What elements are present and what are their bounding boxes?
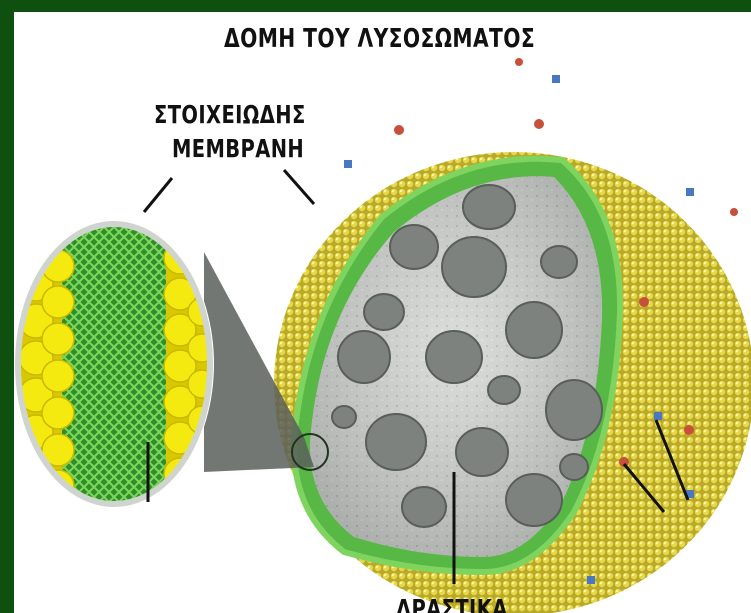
label-membrane-line2: ΜΕΜΒΡΑΝΗ (172, 134, 304, 163)
membrane-inset (14, 212, 216, 522)
lysosome-illustration (14, 12, 751, 613)
diagram-panel: ΔΟΜΗ ΤΟΥ ΛΥΣΟΣΩΜΑΤΟΣ ΣΤΟΙΧΕΙΩΔΗΣ ΜΕΜΒΡΑΝ… (14, 12, 751, 613)
label-enzymes: ΔΡΑΣΤΙΚΑ (396, 594, 508, 613)
label-membrane-line1: ΣΤΟΙΧΕΙΩΔΗΣ (154, 100, 306, 129)
diagram-title: ΔΟΜΗ ΤΟΥ ΛΥΣΟΣΩΜΑΤΟΣ (224, 24, 535, 54)
